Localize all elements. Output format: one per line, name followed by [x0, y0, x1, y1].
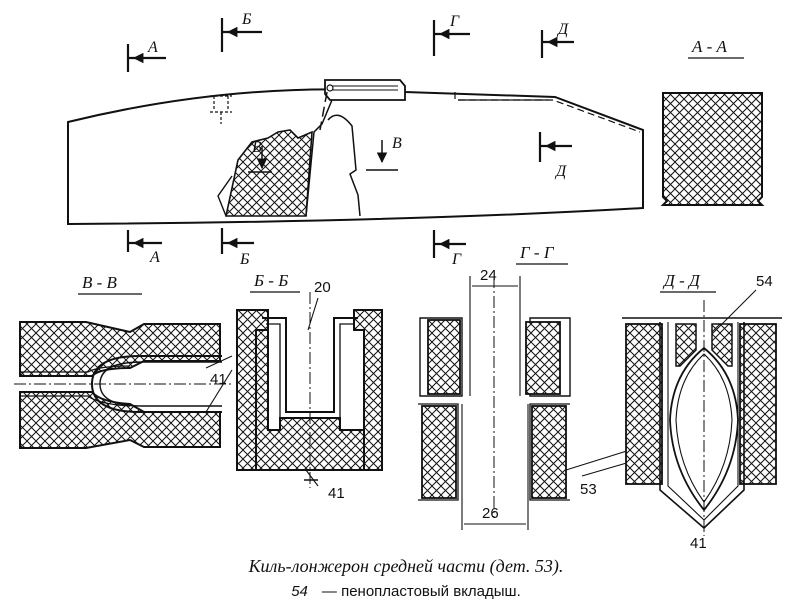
callout-41-vv: 41: [210, 371, 227, 388]
label-g-bottom: Г: [451, 251, 462, 268]
section-v-v-title: В - В: [82, 273, 118, 292]
label-a-bottom: А: [149, 249, 160, 266]
section-markers: А Б Г Д Д А Б Г: [126, 11, 574, 268]
legend-text: — пенопластовый вкладыш.: [321, 583, 521, 600]
callout-53: 53: [580, 481, 597, 498]
figure-caption: Киль-лонжерон средней части (дет. 53).: [248, 556, 564, 576]
label-v-left: В: [252, 139, 262, 156]
label-d-mid: Д: [554, 163, 567, 180]
section-g-g-title: Г - Г: [519, 243, 555, 262]
callout-41-dd: 41: [690, 535, 707, 552]
section-a-a: А - А: [660, 37, 765, 206]
legend-number: 54: [291, 583, 308, 600]
section-d-d: Д - Д 54 41: [622, 271, 782, 552]
section-a-a-title: А - А: [691, 37, 728, 56]
label-d-top: Д: [556, 21, 569, 38]
label-a-top: А: [147, 39, 158, 56]
side-view: В В: [67, 79, 644, 226]
section-v-v: В - В 41: [14, 273, 233, 449]
section-g-g: Г - Г 24 26 53: [418, 243, 631, 530]
dimension-24: 24: [480, 267, 497, 284]
figure-legend: 54 — пенопластовый вкладыш.: [0, 583, 812, 600]
section-d-d-title: Д - Д: [662, 271, 701, 290]
dimension-26: 26: [482, 505, 499, 522]
label-g-top: Г: [449, 13, 460, 30]
section-b-b: Б - Б 20 41: [236, 271, 383, 502]
label-b-top: Б: [241, 11, 252, 28]
section-b-b-title: Б - Б: [253, 271, 288, 290]
label-b-bottom: Б: [239, 251, 250, 268]
label-v-right: В: [392, 135, 402, 152]
callout-41-bb: 41: [328, 485, 345, 502]
callout-54: 54: [756, 273, 773, 290]
keel-outline: [67, 88, 644, 226]
cutaway-foam: [225, 129, 313, 217]
callout-20-bb: 20: [314, 279, 331, 296]
